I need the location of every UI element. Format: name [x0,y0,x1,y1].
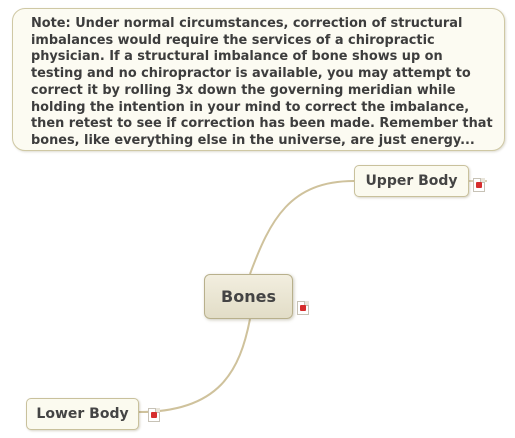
central-topic-bones[interactable]: Bones [204,274,293,319]
floating-note[interactable]: Note: Under normal circumstances, correc… [12,8,505,151]
central-topic-label: Bones [221,287,276,306]
topic-upper-body[interactable]: Upper Body [354,165,469,197]
note-icon[interactable] [297,301,309,315]
note-icon[interactable] [148,408,160,422]
topic-lower-body[interactable]: Lower Body [26,398,139,430]
note-text: Note: Under normal circumstances, correc… [31,16,493,148]
note-icon[interactable] [473,178,485,192]
connector-lower-body [138,318,251,413]
topic-label: Upper Body [365,173,458,189]
connector-upper-body [249,180,355,275]
topic-label: Lower Body [36,406,129,422]
